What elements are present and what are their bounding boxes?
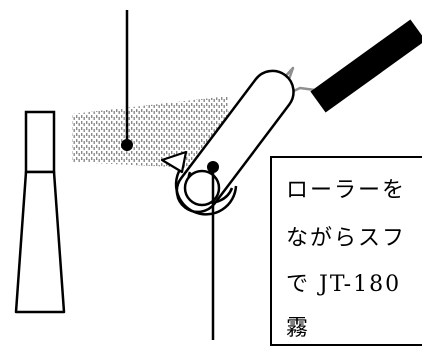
heater-handle-icon — [310, 19, 422, 113]
mist-leader-dot — [121, 139, 133, 151]
callout-line-3: で JT-180 — [286, 272, 402, 297]
spray-gun-icon — [14, 110, 66, 314]
callout-line-2: ながらスフ — [286, 226, 407, 251]
spray-mist — [72, 96, 232, 170]
roller-leader-dot — [207, 161, 219, 173]
callout-box: ローラーを ながらスフ で JT-180 霧 — [270, 156, 422, 346]
roller-end-cap — [183, 169, 221, 207]
callout-line-4: 霧 — [286, 316, 311, 341]
callout-line-1: ローラーを — [286, 178, 407, 203]
